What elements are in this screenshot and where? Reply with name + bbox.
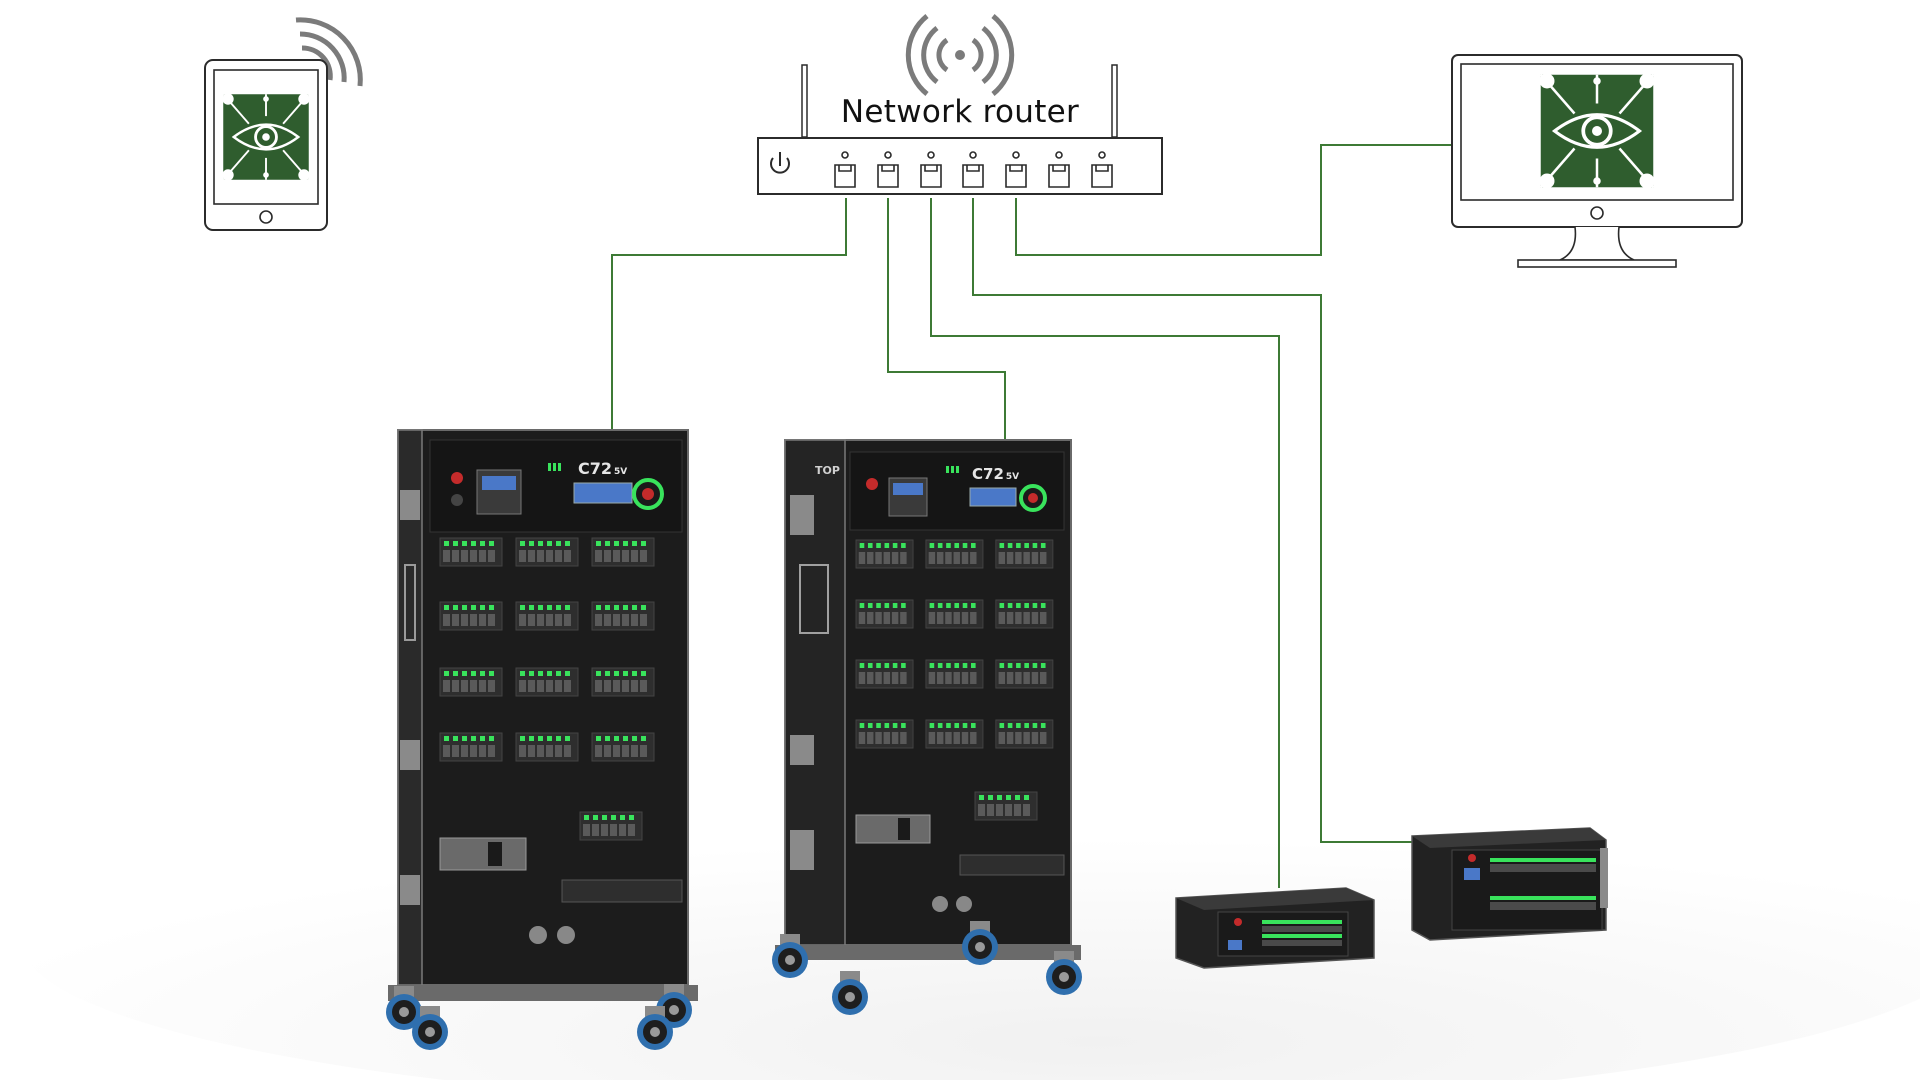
cable-to-rack-2 (887, 198, 1006, 440)
ethernet-ports (834, 151, 1113, 188)
main-switch (855, 814, 931, 844)
rack-side-label: TOP (815, 464, 840, 477)
compact-unit-2 (1411, 827, 1608, 941)
cable-to-monitor (1015, 144, 1451, 256)
wifi-icon (905, 14, 1015, 96)
status-leds (946, 466, 959, 473)
eye-network-icon (220, 91, 312, 183)
cable-to-small-unit-1 (930, 198, 1280, 888)
desktop-monitor-icon (1451, 54, 1743, 268)
eye-network-icon (1537, 71, 1657, 191)
main-switch (439, 837, 527, 871)
network-router (757, 14, 1163, 195)
ethernet-port-icon (1091, 151, 1113, 188)
status-leds (548, 463, 561, 471)
ethernet-port-icon (962, 151, 984, 188)
status-leds (1262, 920, 1342, 938)
ethernet-port-icon (1005, 151, 1027, 188)
cable-to-rack-1 (611, 198, 847, 432)
tablet-wifi-icon (295, 17, 363, 87)
power-icon (770, 152, 790, 174)
cable-to-small-unit-2 (972, 198, 1412, 843)
router-label: Network router (840, 94, 1080, 130)
ethernet-port-icon (834, 151, 856, 188)
ethernet-port-icon (877, 151, 899, 188)
ethernet-port-icon (1048, 151, 1070, 188)
status-leds (1490, 858, 1596, 900)
tablet-icon (204, 17, 363, 231)
network-cables (611, 144, 1451, 888)
compact-unit-1 (1175, 887, 1375, 969)
router-body (757, 137, 1163, 195)
ethernet-port-icon (920, 151, 942, 188)
